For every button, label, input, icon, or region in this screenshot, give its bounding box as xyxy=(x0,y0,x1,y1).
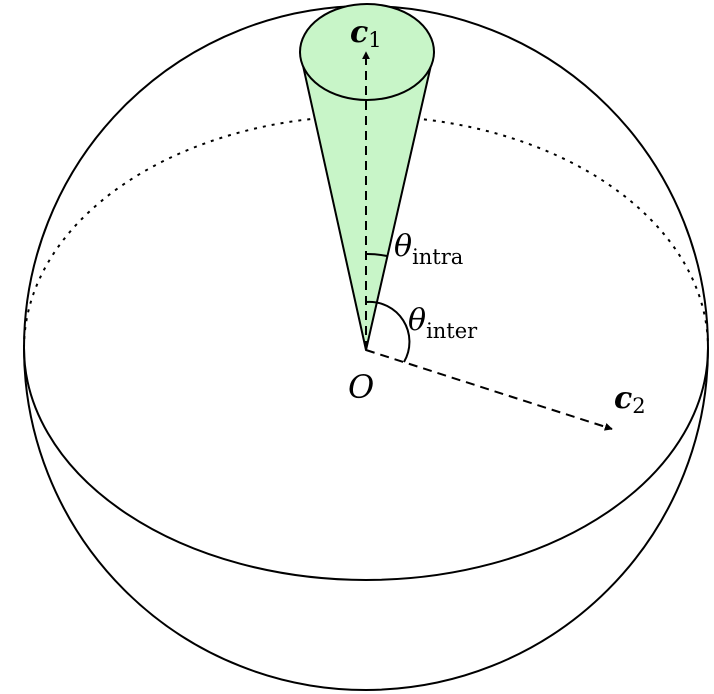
label-c1: c1 xyxy=(350,15,382,52)
label-theta-intra: θintra xyxy=(394,229,463,269)
equator-front xyxy=(23,347,709,581)
vector-c2 xyxy=(365,349,613,431)
angle-arc-inter xyxy=(365,300,411,363)
angle-arc-intra xyxy=(365,252,388,257)
label-theta-inter: θinter xyxy=(408,303,478,343)
equator-back xyxy=(23,115,709,349)
label-origin: O xyxy=(348,368,374,406)
label-c2: c2 xyxy=(614,381,646,418)
